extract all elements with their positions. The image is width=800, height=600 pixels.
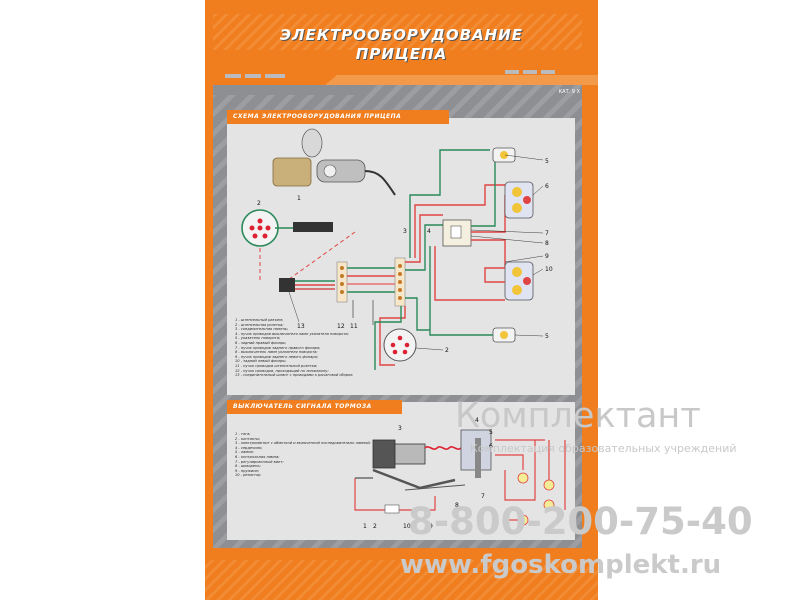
legend-item: 4 - пучок проводов выключателя ламп указ… (235, 331, 349, 336)
watermark-tagline: Комплектация образовательных учреждений (470, 442, 737, 455)
callout-8: 8 (545, 240, 549, 247)
rear-lamp-right (504, 181, 534, 219)
section2-title: ВЫКЛЮЧАТЕЛЬ СИГНАЛА ТОРМОЗА (233, 403, 372, 410)
callout-2: 2 (257, 200, 261, 207)
s2-callout-6: 6 (489, 443, 493, 450)
plug-connector (272, 128, 396, 196)
callout-13: 13 (297, 323, 305, 330)
turn-switch (442, 219, 472, 247)
legend-item: 9 - пучок проводов заднего левого фонаря… (235, 354, 318, 359)
poster-title-line1: ЭЛЕКТРООБОРУДОВАНИЕ (280, 26, 523, 44)
legend-item: 3 - электромагнит с обмоткой и включенно… (235, 441, 371, 446)
hose (279, 278, 335, 292)
legend-item: 5 - указатель поворота; (235, 336, 281, 341)
legend-item: 4 - сердечник; (235, 445, 263, 450)
connection-panel-12 (336, 261, 348, 303)
brake-switch-diagram (354, 429, 566, 526)
legend-item: 9 - пружина; (235, 468, 259, 473)
callout-11: 11 (350, 323, 358, 330)
legend-item: 7 - регулировочный винт; (235, 459, 284, 464)
footer-band (205, 548, 598, 600)
section2-legend: 1 - тяга;2 - контакты;3 - электромагнит … (235, 432, 371, 478)
section1-leaders (288, 154, 544, 351)
legend-item: 8 - выключатель ламп указателя поворота; (235, 350, 318, 355)
s2-callout-2: 2 (373, 523, 377, 530)
callout-1: 1 (297, 195, 301, 202)
callout-7: 7 (545, 230, 549, 237)
socket-upper (241, 209, 333, 247)
legend-item: 1 - тяга; (235, 432, 251, 436)
section1-panel (227, 110, 575, 395)
electromagnet (372, 429, 492, 478)
poster-title-line2: ПРИЦЕПА (355, 45, 448, 63)
legend-item: 2 - штепсельная розетка; (235, 322, 284, 327)
callout-10: 10 (545, 266, 553, 273)
legend-item: 7 - пучок проводов заднего правого фонар… (235, 345, 321, 350)
wiring-diagram (241, 128, 534, 370)
callout-4: 4 (427, 228, 431, 235)
poster-graphics: 1 2 3 4 5 6 7 8 9 10 5 2 11 12 13 (205, 0, 598, 600)
section1-callouts: 1 2 3 4 5 6 7 8 9 10 5 2 11 12 13 (257, 158, 553, 354)
legend-item: 10 - резистор. (235, 473, 262, 478)
legend-item: 13 - соединительный шланг с проводами к … (235, 373, 354, 378)
legend-item: 10 - задний левый фонарь; (235, 359, 287, 364)
callout-12: 12 (337, 323, 345, 330)
s2-callout-7: 7 (481, 493, 485, 500)
legend-item: 6 - задний правый фонарь; (235, 340, 287, 345)
watermark-brand: Комплектант (455, 396, 701, 436)
rear-lamp-left (504, 261, 534, 301)
s2-callout-3: 3 (398, 425, 402, 432)
header-band (205, 0, 598, 600)
watermark-phone: 8-800-200-75-40 (408, 500, 753, 543)
s2-callout-10: 10 (403, 523, 411, 530)
section2-callouts: 3 4 5 6 7 8 1 2 10 9 (363, 417, 493, 530)
s2-callout-1: 1 (363, 523, 367, 530)
resistor (384, 504, 400, 514)
legend-item: 8 - шкворень; (235, 464, 261, 469)
legend-item: 5 - лампа; (235, 450, 254, 455)
legend-item: 6 - контрольная лампа; (235, 454, 280, 459)
legend-item: 3 - соединительная панель; (235, 327, 289, 332)
section1-legend: 1 - штепсельный разъем;2 - штепсельная р… (235, 318, 354, 378)
turn-indicator-top (492, 147, 516, 163)
legend-item: 12 - пучок проводов, проходящий по лонже… (235, 368, 329, 373)
callout-5: 5 (545, 158, 549, 165)
s2-callout-9: 9 (429, 523, 433, 530)
callout-5b: 5 (545, 333, 549, 340)
s2-callout-5: 5 (489, 429, 493, 436)
connection-panel-3 (394, 257, 406, 307)
legend-item: 11 - пучок проводов штепсельной розетки; (235, 363, 318, 368)
poster: 1 2 3 4 5 6 7 8 9 10 5 2 11 12 13 (205, 0, 598, 600)
legend-item: 2 - контакты; (235, 436, 261, 441)
legend-item: 1 - штепсельный разъем; (235, 318, 284, 322)
callout-6: 6 (545, 183, 549, 190)
callout-9: 9 (545, 253, 549, 260)
socket-lower (383, 328, 417, 362)
callout-2b: 2 (445, 347, 449, 354)
watermark-site: www.fgoskomplekt.ru (400, 550, 722, 580)
section1-title: СХЕМА ЭЛЕКТРООБОРУДОВАНИЯ ПРИЦЕПА (233, 113, 402, 120)
turn-indicator-bottom (492, 327, 516, 343)
s2-callout-8: 8 (455, 502, 459, 509)
s2-callout-4: 4 (475, 417, 479, 424)
catalog-code: КАТ. 9 Х (558, 89, 580, 95)
callout-3: 3 (403, 228, 407, 235)
